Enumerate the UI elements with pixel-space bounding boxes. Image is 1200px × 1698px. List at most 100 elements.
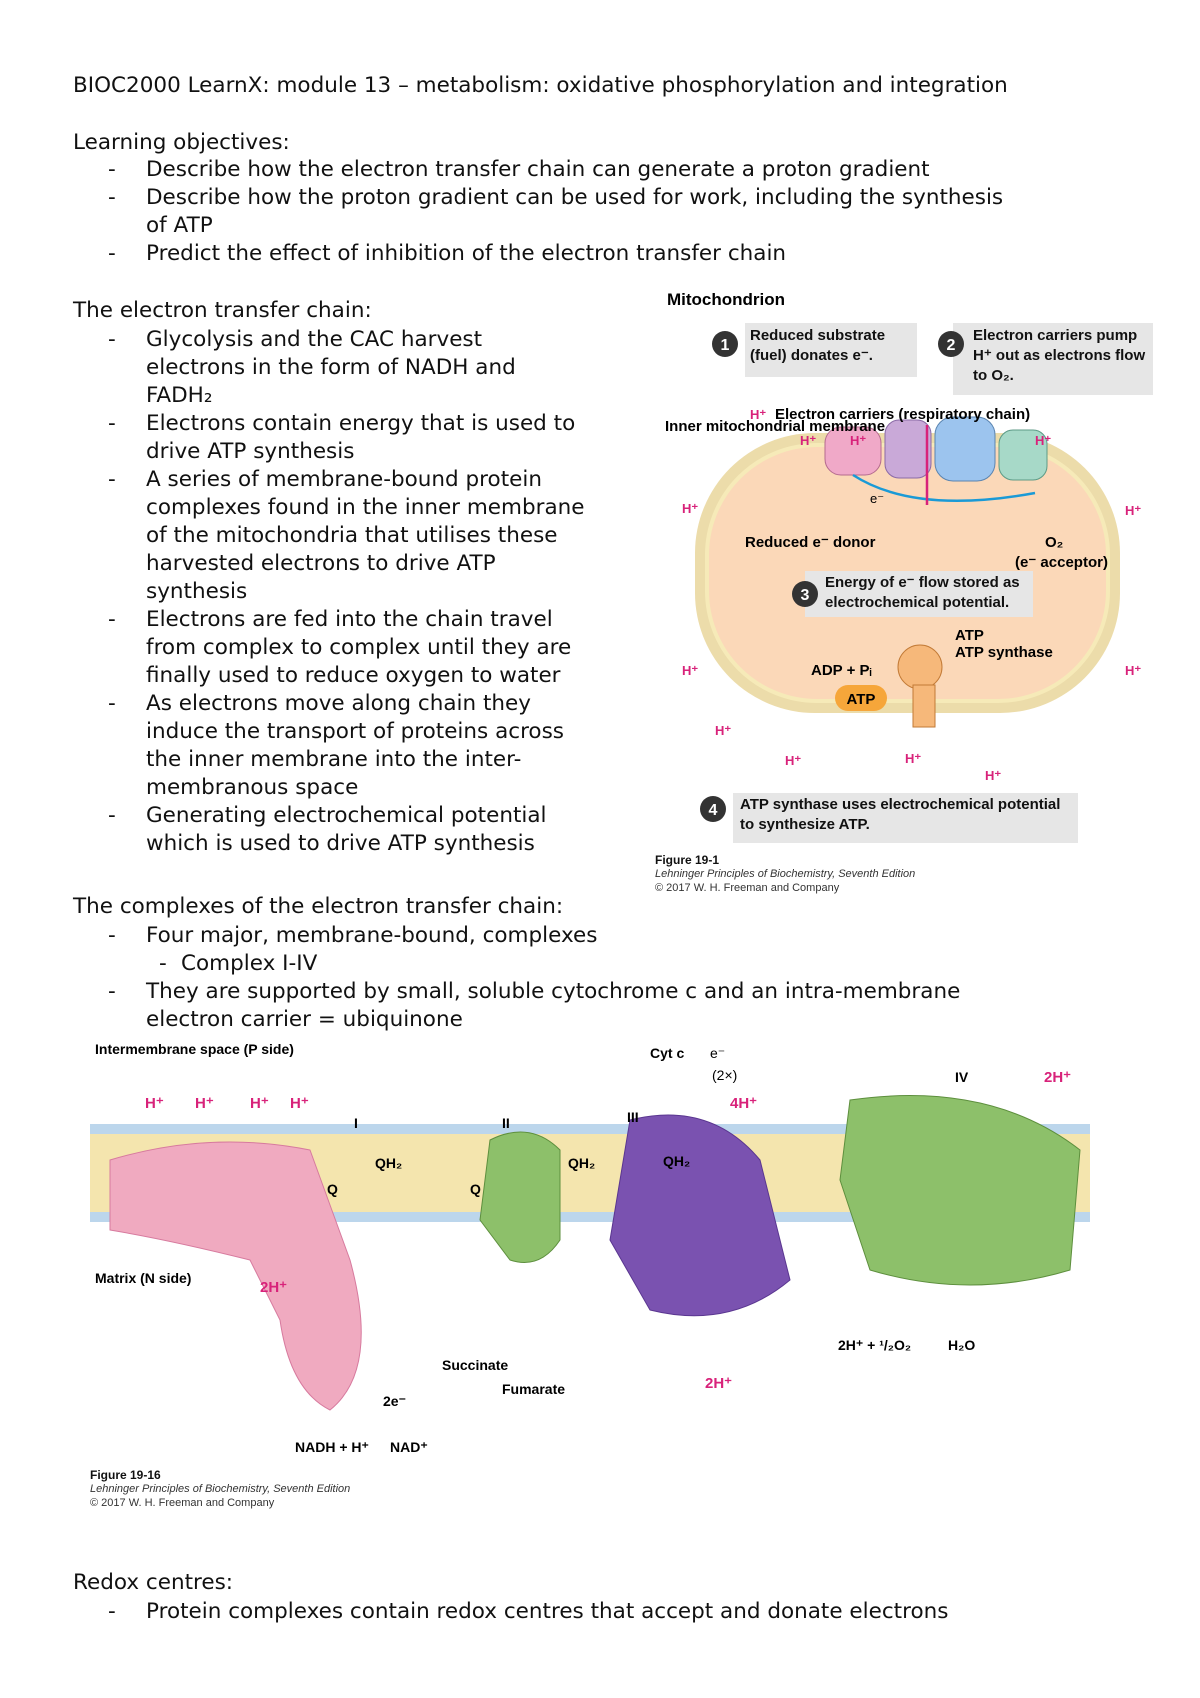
list-item-continuation: electron carrier = ubiquinone bbox=[146, 1007, 463, 1032]
svg-text:2H⁺: 2H⁺ bbox=[260, 1279, 287, 1296]
svg-text:H⁺: H⁺ bbox=[145, 1095, 164, 1112]
list-item: Electrons are fed into the chain travel bbox=[108, 606, 553, 634]
nad-label: NAD⁺ bbox=[390, 1439, 428, 1455]
list-item-continuation: synthesis bbox=[146, 579, 248, 604]
matrix-label: Matrix (N side) bbox=[95, 1270, 191, 1286]
adp-label: ADP + Pᵢ bbox=[811, 662, 872, 679]
complex-iii-label: III bbox=[627, 1109, 639, 1125]
synthase-label: ATP synthase bbox=[955, 644, 1053, 661]
svg-text:H⁺: H⁺ bbox=[785, 753, 801, 768]
mitochondrion-figure: Mitochondrion 1 Reduced substrate (fuel)… bbox=[655, 285, 1190, 900]
list-item-continuation: drive ATP synthesis bbox=[146, 439, 355, 464]
complex-iv-label: IV bbox=[955, 1069, 969, 1085]
list-item: Generating electrochemical potential bbox=[108, 802, 546, 830]
list-item: Predict the effect of inhibition of the … bbox=[108, 240, 786, 268]
list-item: Electrons contain energy that is used to bbox=[108, 410, 575, 438]
figure-title: Mitochondrion bbox=[667, 290, 785, 309]
list-item-continuation: complexes found in the inner membrane bbox=[146, 495, 585, 520]
svg-text:H⁺: H⁺ bbox=[250, 1095, 269, 1112]
list-item: Glycolysis and the CAC harvest bbox=[108, 326, 482, 354]
figure-caption-copyright: © 2017 W. H. Freeman and Company bbox=[90, 1497, 275, 1509]
electron-label: e⁻ bbox=[710, 1045, 725, 1061]
complexes-heading: The complexes of the electron transfer c… bbox=[73, 894, 564, 919]
list-item: A series of membrane-bound protein bbox=[108, 466, 542, 494]
list-item: Describe how the electron transfer chain… bbox=[108, 156, 930, 184]
svg-text:H⁺: H⁺ bbox=[850, 433, 866, 448]
acceptor-label: (e⁻ acceptor) bbox=[1015, 554, 1108, 571]
objectives-heading: Learning objectives: bbox=[73, 130, 290, 155]
svg-text:H⁺: H⁺ bbox=[682, 663, 698, 678]
svg-text:H⁺: H⁺ bbox=[195, 1095, 214, 1112]
oxygen-reaction-label: 2H⁺ + ¹/₂O₂ bbox=[838, 1337, 911, 1353]
nadh-label: NADH + H⁺ bbox=[295, 1439, 369, 1455]
svg-text:Q: Q bbox=[470, 1181, 481, 1197]
svg-text:2H⁺: 2H⁺ bbox=[1044, 1069, 1071, 1086]
o2-label: O₂ bbox=[1045, 534, 1063, 551]
etc-heading: The electron transfer chain: bbox=[73, 298, 372, 323]
list-item-continuation: which is used to drive ATP synthesis bbox=[146, 831, 535, 856]
svg-text:1: 1 bbox=[721, 337, 730, 354]
svg-text:Q: Q bbox=[327, 1181, 338, 1197]
figure-caption-copyright: © 2017 W. H. Freeman and Company bbox=[655, 882, 840, 894]
step4-label: ATP synthase uses electrochemical potent… bbox=[740, 796, 1061, 833]
complex-i-label: I bbox=[354, 1115, 358, 1131]
ims-label: Intermembrane space (P side) bbox=[95, 1041, 294, 1057]
cytc-label: Cyt c bbox=[650, 1045, 684, 1061]
list-item-continuation: from complex to complex until they are bbox=[146, 635, 572, 660]
list-item-continuation: membranous space bbox=[146, 775, 359, 800]
svg-text:2: 2 bbox=[947, 337, 956, 354]
etc-complexes-figure: Intermembrane space (P side) Matrix (N s… bbox=[90, 1040, 1090, 1530]
svg-text:2H⁺: 2H⁺ bbox=[705, 1375, 732, 1392]
svg-text:3: 3 bbox=[801, 587, 810, 604]
list-item-continuation: the inner membrane into the inter- bbox=[146, 747, 522, 772]
water-label: H₂O bbox=[948, 1337, 975, 1353]
succinate-label: Succinate bbox=[442, 1357, 508, 1373]
svg-text:H⁺: H⁺ bbox=[1125, 663, 1141, 678]
figure-caption-title: Figure 19-1 bbox=[655, 853, 720, 867]
svg-text:QH₂: QH₂ bbox=[375, 1155, 402, 1171]
svg-text:4H⁺: 4H⁺ bbox=[730, 1095, 757, 1112]
svg-text:H⁺: H⁺ bbox=[750, 407, 766, 422]
list-item: As electrons move along chain they bbox=[108, 690, 531, 718]
list-item-continuation: harvested electrons to drive ATP bbox=[146, 551, 496, 576]
atp-label: ATP bbox=[847, 691, 876, 708]
list-item-continuation: induce the transport of proteins across bbox=[146, 719, 564, 744]
svg-text:H⁺: H⁺ bbox=[1035, 433, 1051, 448]
list-item-continuation: electrons in the form of NADH and bbox=[146, 355, 516, 380]
step1-label: Reduced substrate (fuel) donates e⁻. bbox=[750, 327, 886, 364]
figure-caption-book: Lehninger Principles of Biochemistry, Se… bbox=[90, 1483, 351, 1495]
list-item: Four major, membrane-bound, complexes bbox=[108, 922, 597, 950]
redox-heading: Redox centres: bbox=[73, 1570, 234, 1595]
list-item: Describe how the proton gradient can be … bbox=[108, 184, 1003, 212]
complex-ii-label: II bbox=[502, 1115, 510, 1131]
svg-text:H⁺: H⁺ bbox=[715, 723, 731, 738]
list-item-continuation: of ATP bbox=[146, 213, 213, 238]
page-title: BIOC2000 LearnX: module 13 – metabolism:… bbox=[73, 73, 1008, 98]
step3-label: Energy of e⁻ flow stored as electrochemi… bbox=[825, 574, 1020, 611]
svg-text:QH₂: QH₂ bbox=[568, 1155, 595, 1171]
list-item-continuation: finally used to reduce oxygen to water bbox=[146, 663, 561, 688]
step2-label: Electron carriers pump H⁺ out as electro… bbox=[973, 327, 1146, 384]
figure-caption-title: Figure 19-16 bbox=[90, 1468, 161, 1482]
two-times-label: (2×) bbox=[712, 1067, 737, 1083]
svg-text:H⁺: H⁺ bbox=[905, 751, 921, 766]
reduced-donor-label: Reduced e⁻ donor bbox=[745, 534, 876, 551]
svg-text:4: 4 bbox=[709, 802, 718, 819]
svg-text:H⁺: H⁺ bbox=[290, 1095, 309, 1112]
list-item-continuation: of the mitochondria that utilises these bbox=[146, 523, 558, 548]
figure-caption-book: Lehninger Principles of Biochemistry, Se… bbox=[655, 868, 916, 880]
fumarate-label: Fumarate bbox=[502, 1381, 565, 1397]
two-electrons-label: 2e⁻ bbox=[383, 1393, 406, 1409]
svg-text:ATP: ATP bbox=[955, 627, 984, 644]
svg-text:H⁺: H⁺ bbox=[1125, 503, 1141, 518]
svg-text:QH₂: QH₂ bbox=[663, 1153, 690, 1169]
inner-membrane-label: Inner mitochondrial membrane bbox=[665, 418, 885, 435]
svg-text:H⁺: H⁺ bbox=[985, 768, 1001, 783]
list-item-continuation: FADH₂ bbox=[146, 383, 213, 408]
electron-label: e⁻ bbox=[870, 491, 884, 506]
list-subitem: Complex I-IV bbox=[159, 950, 317, 978]
list-item: They are supported by small, soluble cyt… bbox=[108, 978, 960, 1006]
svg-text:H⁺: H⁺ bbox=[682, 501, 698, 516]
carriers-label: Electron carriers (respiratory chain) bbox=[775, 406, 1030, 423]
list-item: Protein complexes contain redox centres … bbox=[108, 1598, 948, 1626]
